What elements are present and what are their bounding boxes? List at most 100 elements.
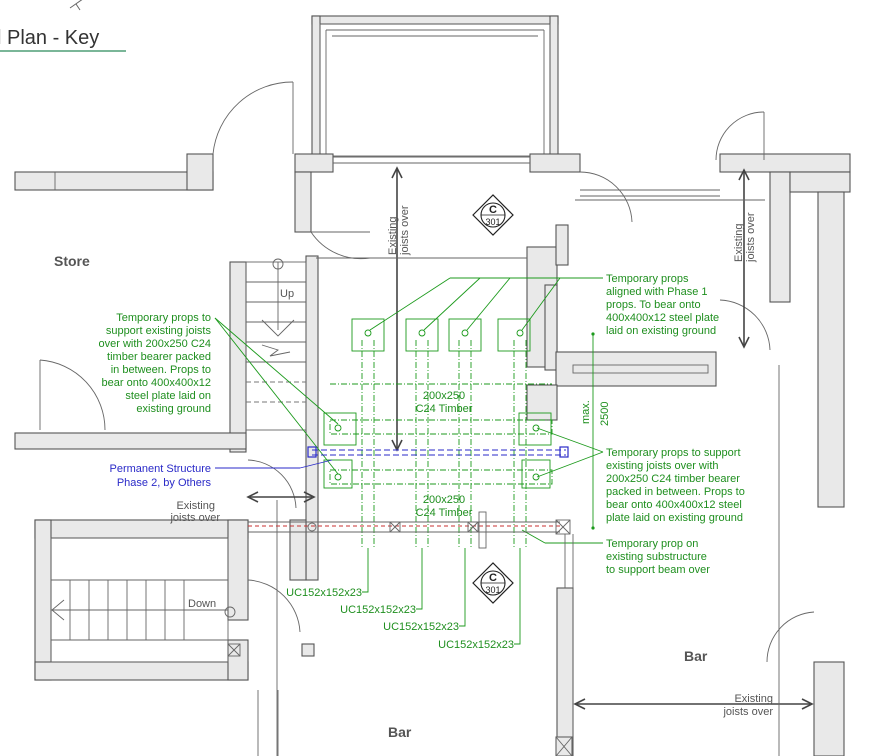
stair-down-label: Down	[188, 598, 216, 610]
corridor-wall-right-inner	[544, 284, 558, 371]
svg-text:Temporary props to support: Temporary props to support	[606, 447, 741, 459]
store-top-wall	[14, 171, 214, 191]
svg-text:joists over: joists over	[745, 212, 757, 263]
svg-text:Temporary props: Temporary props	[606, 273, 689, 285]
svg-text:Existing: Existing	[734, 693, 773, 705]
store-bottom-wall	[14, 432, 247, 450]
joist-label-bottom: Existing joists over	[722, 693, 773, 718]
joist-label-right: Existing joists over	[733, 212, 757, 263]
svg-text:support existing joists: support existing joists	[106, 325, 212, 337]
svg-text:existing joists over with: existing joists over with	[606, 460, 719, 472]
section-marker-upper[interactable]: C 301	[472, 194, 514, 236]
column-label: UC152x152x23	[438, 639, 514, 651]
svg-text:joists over: joists over	[399, 205, 411, 256]
corridor-wall-left-upper	[294, 171, 312, 233]
top-bay-wall-left	[311, 15, 321, 157]
corridor-pier-lower	[289, 519, 307, 581]
corridor-wall-right-lower	[526, 384, 558, 421]
top-bay-pier-left	[294, 153, 334, 173]
right-top-wall	[719, 153, 851, 173]
stair-up-label: Up	[280, 288, 294, 300]
section-marker-lower[interactable]: C 301	[472, 562, 514, 604]
svg-text:timber bearer packed: timber bearer packed	[107, 351, 211, 363]
stair-room-bottom-wall	[34, 661, 249, 681]
svg-text:Existing: Existing	[387, 216, 399, 255]
section-letter: C	[489, 572, 497, 584]
svg-text:existing substructure: existing substructure	[606, 551, 707, 563]
top-bay-wall	[311, 15, 559, 25]
column-leaders	[362, 548, 521, 645]
svg-text:existing ground: existing ground	[136, 403, 211, 415]
timber-label-upper: 200x250 C24 Timber	[416, 390, 473, 415]
svg-text:aligned with Phase 1: aligned with Phase 1	[606, 286, 708, 298]
permanent-structure	[215, 446, 569, 469]
drawing-title: l Plan - Key	[0, 0, 126, 52]
note-substructure-prop: Temporary prop on existing substructure …	[606, 538, 710, 576]
store-pier	[186, 153, 214, 191]
top-bay-pier-right	[529, 153, 581, 173]
top-bay-inner	[319, 23, 551, 157]
section-letter: C	[489, 204, 497, 216]
note-phase1-props: Temporary props aligned with Phase 1 pro…	[606, 273, 719, 337]
svg-text:in between. Props to: in between. Props to	[111, 364, 211, 376]
svg-text:Permanent Structure: Permanent Structure	[110, 463, 212, 475]
stair-room-pier	[227, 519, 249, 621]
joist-label-center: Existing joists over	[387, 205, 411, 256]
top-bay-wall-right	[549, 15, 559, 157]
stair-wall-left	[229, 261, 247, 453]
note-right-props: Temporary props to support existing jois…	[606, 447, 745, 524]
svg-text:steel plate laid on: steel plate laid on	[125, 390, 211, 402]
svg-text:C24 Timber: C24 Timber	[416, 507, 473, 519]
svg-text:Temporary props to: Temporary props to	[116, 312, 211, 324]
temporary-props	[214, 277, 604, 548]
svg-text:200x250: 200x250	[423, 494, 465, 506]
joist-span-arrows	[246, 166, 814, 756]
svg-text:to support beam over: to support beam over	[606, 564, 710, 576]
svg-text:laid on existing ground: laid on existing ground	[606, 325, 716, 337]
svg-text:bear onto 400x400x12: bear onto 400x400x12	[102, 377, 211, 389]
column-label: UC152x152x23	[340, 604, 416, 616]
plan-title: l Plan - Key	[0, 27, 99, 49]
room-label-bar-right: Bar	[684, 648, 708, 664]
svg-text:bear onto 400x400x12 steel: bear onto 400x400x12 steel	[606, 499, 742, 511]
existing-beam	[248, 511, 574, 756]
svg-text:400x400x12 steel plate: 400x400x12 steel plate	[606, 312, 719, 324]
svg-text:over with 200x250 C24: over with 200x250 C24	[98, 338, 211, 350]
note-permanent-structure: Permanent Structure Phase 2, by Others	[110, 463, 212, 489]
column-label: UC152x152x23	[383, 621, 459, 633]
max-dimension-label: max. 2500	[580, 400, 611, 426]
svg-text:joists over: joists over	[169, 512, 220, 524]
right-wall	[789, 171, 851, 193]
section-sheet: 301	[485, 585, 500, 595]
svg-text:joists over: joists over	[722, 706, 773, 718]
right-column-wall	[817, 191, 845, 508]
svg-text:Existing: Existing	[176, 500, 215, 512]
svg-text:Existing: Existing	[733, 223, 745, 262]
svg-text:packed in between. Props to: packed in between. Props to	[606, 486, 745, 498]
timber-label-lower: 200x250 C24 Timber	[416, 494, 473, 519]
right-pier	[769, 171, 791, 303]
cross-wall	[555, 351, 717, 387]
bar-right-wall	[813, 661, 845, 756]
svg-text:max.: max.	[580, 400, 592, 424]
svg-text:200x250: 200x250	[423, 390, 465, 402]
svg-text:plate laid on existing ground: plate laid on existing ground	[606, 512, 743, 524]
svg-text:200x250 C24 timber bearer: 200x250 C24 timber bearer	[606, 473, 740, 485]
svg-text:2500: 2500	[599, 402, 611, 426]
room-label-bar-bottom: Bar	[388, 724, 412, 740]
svg-text:C24 Timber: C24 Timber	[416, 403, 473, 415]
stair-room-left-wall	[34, 519, 52, 681]
column-label: UC152x152x23	[286, 587, 362, 599]
stair-down: Down	[51, 579, 241, 657]
note-left-props: Temporary props to support existing jois…	[98, 312, 211, 415]
door-swings	[39, 81, 815, 663]
svg-text:Temporary prop on: Temporary prop on	[606, 538, 698, 550]
stair-up: Up	[245, 258, 307, 431]
svg-text:Phase 2, by Others: Phase 2, by Others	[117, 477, 212, 489]
svg-text:props. To bear onto: props. To bear onto	[606, 299, 701, 311]
small-pier	[301, 643, 315, 657]
joist-label-left: Existing joists over	[169, 500, 220, 524]
corridor-wall-right-top	[555, 224, 569, 266]
section-sheet: 301	[485, 217, 500, 227]
